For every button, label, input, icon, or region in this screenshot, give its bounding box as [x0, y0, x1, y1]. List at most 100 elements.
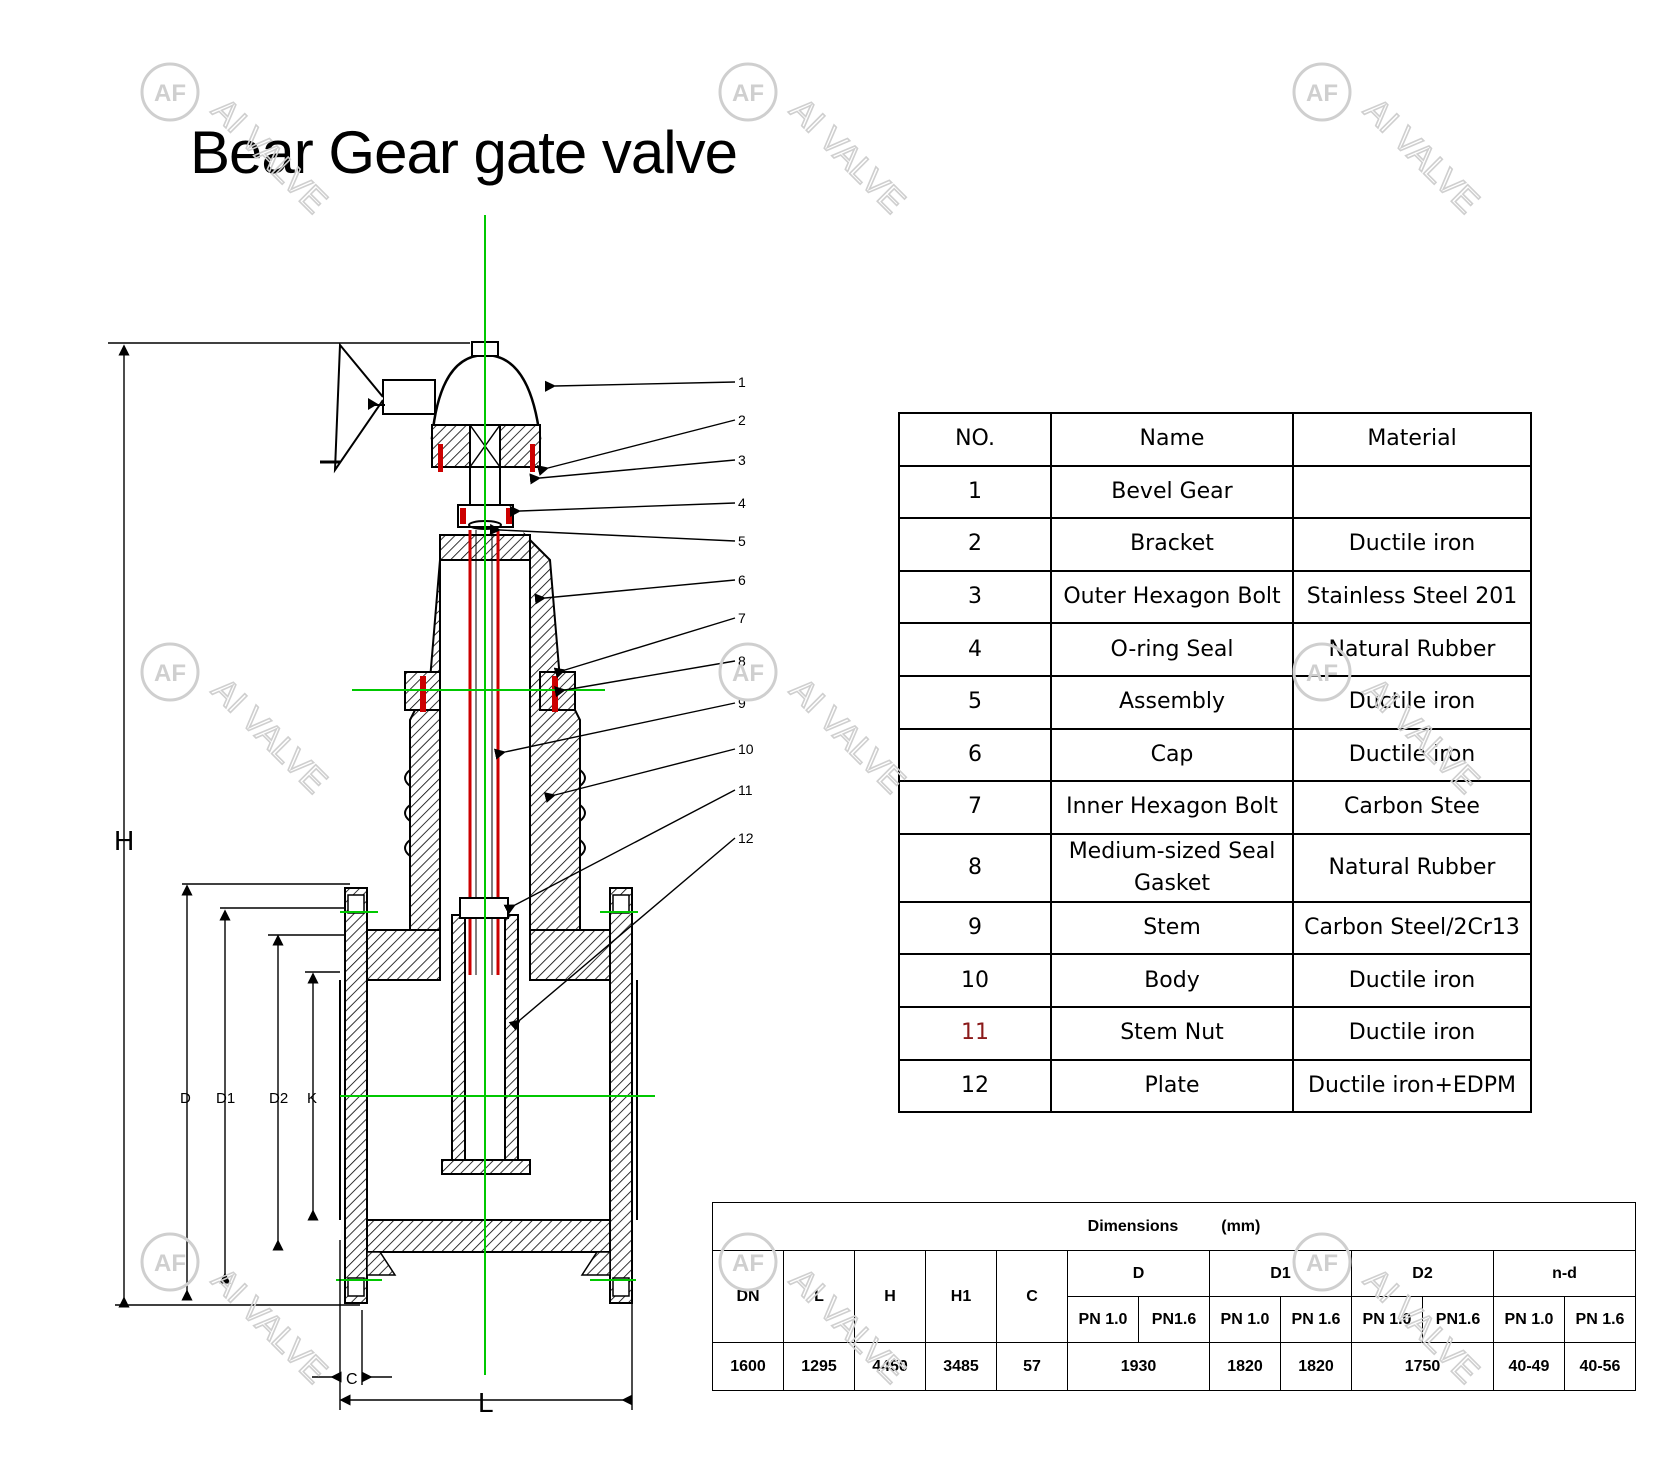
- value-l: 1295: [783, 1342, 855, 1391]
- part-material: Stainless Steel 201: [1292, 569, 1532, 625]
- pressure-class-row: PN 1.0 PN1.6 PN 1.0 PN 1.6 PN 1.0 PN1.6 …: [713, 1296, 1636, 1343]
- value-d1-pn10: 1820: [1209, 1342, 1281, 1391]
- part-no: 8: [898, 832, 1052, 903]
- header-no: NO.: [898, 412, 1052, 467]
- pn-cell: PN 1.0: [1067, 1296, 1139, 1343]
- callout-6: 6: [738, 572, 746, 588]
- part-name: Assembly: [1050, 674, 1294, 730]
- table-row: 7 Inner Hexagon Bolt Carbon Stee: [898, 780, 1532, 835]
- value-h1: 3485: [925, 1342, 997, 1391]
- part-material: Ductile iron+EDPM: [1292, 1058, 1532, 1114]
- pn-cell: PN1.6: [1422, 1296, 1494, 1343]
- value-nd-pn10: 40-49: [1493, 1342, 1565, 1391]
- value-h: 4450: [854, 1342, 926, 1391]
- part-name: O-ring Seal: [1050, 622, 1294, 677]
- part-material: Natural Rubber: [1292, 622, 1532, 677]
- callout-5: 5: [738, 533, 746, 549]
- part-material: Ductile iron: [1292, 517, 1532, 572]
- callout-numbers: 1 2 3 4 5 6 7 8 9 10 11 12: [738, 374, 754, 846]
- part-name: Plate: [1050, 1058, 1294, 1114]
- table-row: 11 Stem Nut Ductile iron: [898, 1005, 1532, 1061]
- dim-label-c: C: [346, 1371, 358, 1388]
- part-no: 11: [898, 1005, 1052, 1061]
- part-no: 5: [898, 674, 1052, 730]
- col-l: L: [783, 1250, 855, 1343]
- dimensions-title-row: Dimensions (mm): [712, 1202, 1636, 1251]
- part-name: Inner Hexagon Bolt: [1050, 780, 1294, 835]
- table-row: 2 Bracket Ductile iron: [898, 517, 1532, 572]
- value-d: 1930: [1067, 1342, 1210, 1391]
- part-name: Stem: [1050, 900, 1294, 956]
- dimension-lines: [108, 342, 633, 1410]
- pn-cell: PN 1.0: [1493, 1296, 1565, 1343]
- callout-1: 1: [738, 374, 746, 390]
- part-material: Ductile iron: [1292, 1005, 1532, 1061]
- part-no: 6: [898, 727, 1052, 783]
- part-material: Natural Rubber: [1292, 832, 1532, 903]
- table-row: 4 O-ring Seal Natural Rubber: [898, 622, 1532, 677]
- table-row: 8 Medium-sized Seal Gasket Natural Rubbe…: [898, 832, 1532, 903]
- part-no: 1: [898, 464, 1052, 520]
- flange-bolts: [347, 894, 630, 1297]
- part-material: Ductile iron: [1292, 953, 1532, 1008]
- dim-label-d: D: [180, 1090, 191, 1107]
- part-no: 9: [898, 900, 1052, 956]
- dim-label-d2: D2: [269, 1090, 288, 1107]
- dim-label-l: L: [478, 1387, 494, 1418]
- part-no: 7: [898, 780, 1052, 835]
- part-name: Bracket: [1050, 517, 1294, 572]
- callout-8: 8: [738, 653, 746, 669]
- dimension-labels: H D D1 D2 K C L: [114, 825, 494, 1418]
- table-row: 5 Assembly Ductile iron: [898, 674, 1532, 730]
- callout-3: 3: [738, 452, 746, 468]
- parts-header-row: NO. Name Material: [898, 412, 1532, 467]
- part-material: Ductile iron: [1292, 674, 1532, 730]
- header-material: Material: [1292, 412, 1532, 467]
- callout-7: 7: [738, 610, 746, 626]
- parts-table: NO. Name Material 1 Bevel Gear 2 Bracket…: [898, 412, 1532, 1114]
- part-name: Outer Hexagon Bolt: [1050, 569, 1294, 625]
- value-nd-pn16: 40-56: [1564, 1342, 1636, 1391]
- pn-cell: PN 1.0: [1209, 1296, 1281, 1343]
- pn-cell: PN 1.6: [1280, 1296, 1352, 1343]
- col-dn: DN: [712, 1250, 784, 1343]
- part-name: Cap: [1050, 727, 1294, 783]
- dimensions-title: Dimensions (mm): [712, 1202, 1636, 1251]
- valve-bonnet: [404, 531, 586, 931]
- col-c: C: [996, 1250, 1068, 1343]
- part-no: 12: [898, 1058, 1052, 1114]
- part-material: [1292, 464, 1532, 520]
- dimensions-unit: (mm): [1221, 1217, 1261, 1235]
- dim-label-k: K: [307, 1090, 317, 1107]
- callout-11: 11: [738, 782, 753, 798]
- pn-cell: PN 1.0: [1351, 1296, 1423, 1343]
- table-row: 1 Bevel Gear: [898, 464, 1532, 520]
- part-material: Carbon Stee: [1292, 780, 1532, 835]
- header-name: Name: [1050, 412, 1294, 467]
- part-material: Carbon Steel/2Cr13: [1292, 900, 1532, 956]
- callout-2: 2: [738, 412, 746, 428]
- callout-9: 9: [738, 695, 746, 711]
- dimensions-value-row: 1600 1295 4450 3485 57 1930 1820 1820 17…: [712, 1342, 1636, 1391]
- dimensions-header-row: DN L H H1 C D D1 D2 n-d: [712, 1250, 1636, 1343]
- callout-10: 10: [738, 741, 754, 757]
- part-no: 4: [898, 622, 1052, 677]
- table-row: 9 Stem Carbon Steel/2Cr13: [898, 900, 1532, 956]
- value-c: 57: [996, 1342, 1068, 1391]
- pn-cell: PN 1.6: [1564, 1296, 1636, 1343]
- col-nd: n-d: [1493, 1250, 1636, 1297]
- part-material: Ductile iron: [1292, 727, 1532, 783]
- callout-leaders: [489, 380, 736, 1031]
- col-h: H: [854, 1250, 926, 1343]
- part-name: Body: [1050, 953, 1294, 1008]
- part-no: 3: [898, 569, 1052, 625]
- page-title: Bear Gear gate valve: [190, 119, 738, 186]
- part-no: 10: [898, 953, 1052, 1008]
- table-row: 12 Plate Ductile iron+EDPM: [898, 1058, 1532, 1114]
- part-name: Medium-sized Seal Gasket: [1050, 832, 1294, 903]
- callout-12: 12: [738, 830, 754, 846]
- value-d2: 1750: [1351, 1342, 1494, 1391]
- table-row: 6 Cap Ductile iron: [898, 727, 1532, 783]
- col-d2: D2: [1351, 1250, 1494, 1297]
